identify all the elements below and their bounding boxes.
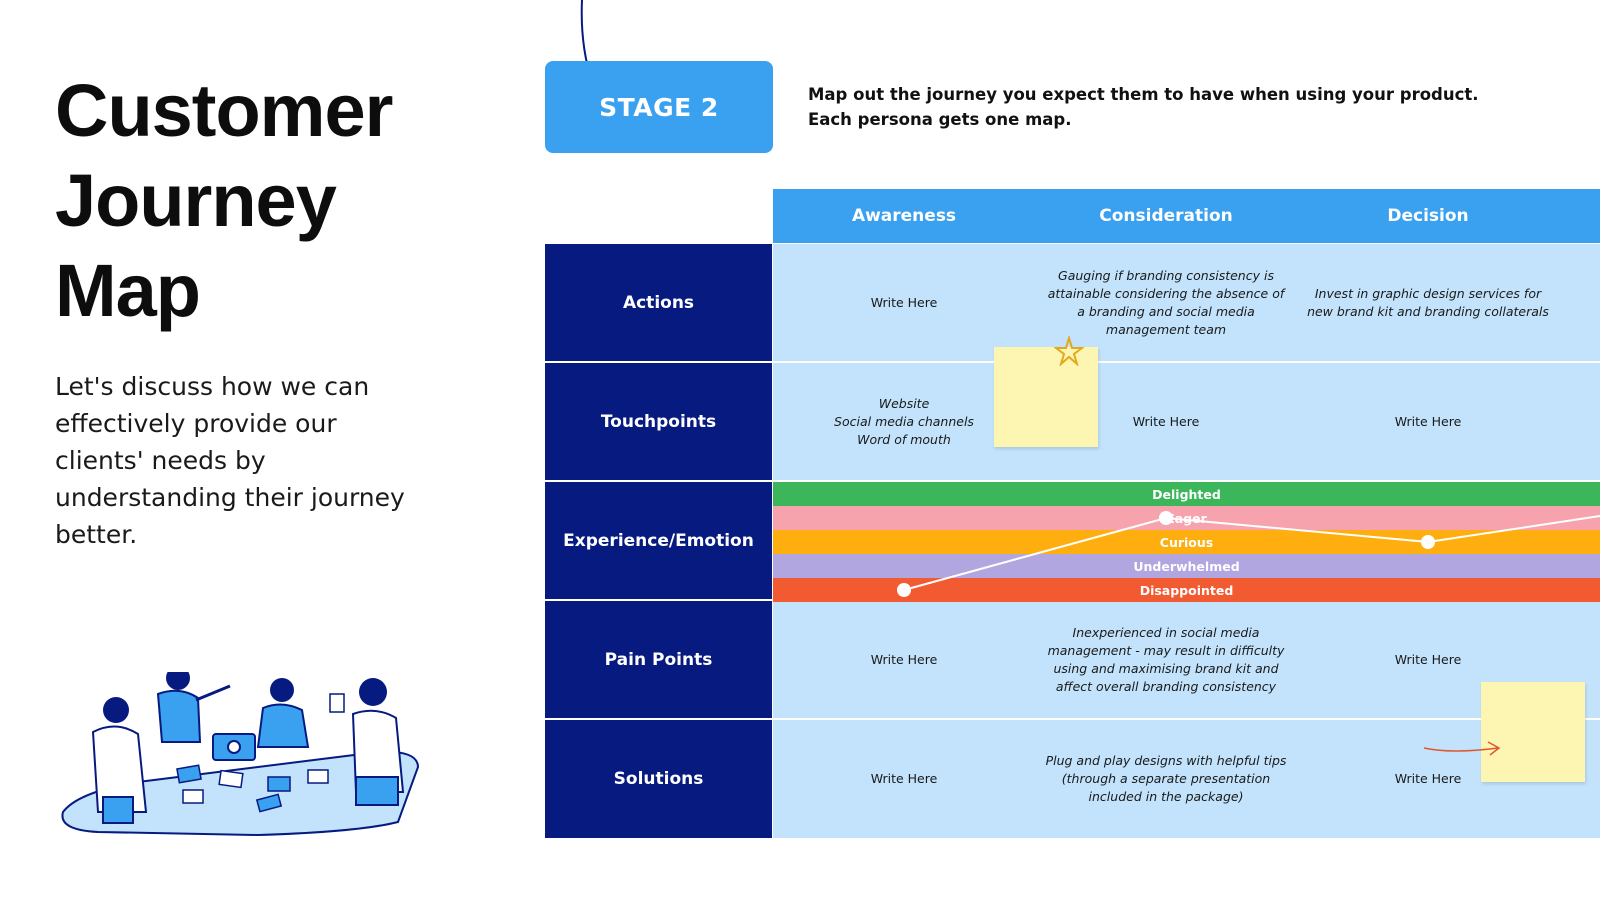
row-solutions — [773, 720, 1600, 838]
stage-header-bar: Awareness Consideration Decision — [773, 189, 1600, 243]
title-line: Journey — [55, 159, 337, 242]
cell-actions-consideration[interactable]: Gauging if branding consistency is attai… — [1047, 267, 1285, 337]
cell-solutions-awareness[interactable]: Write Here — [870, 771, 938, 786]
row-label-pain-points: Pain Points — [545, 601, 772, 718]
cell-pain-decision[interactable]: Write Here — [1394, 651, 1462, 667]
intro-text: Map out the journey you expect them to h… — [808, 82, 1528, 132]
cell-touchpoints-consideration[interactable]: Write Here — [1132, 413, 1200, 429]
page-title: Customer Journey Map — [55, 66, 475, 336]
row-label-experience: Experience/Emotion — [545, 482, 772, 599]
row-pain-points — [773, 601, 1600, 718]
column-header-decision: Decision — [1387, 206, 1469, 226]
row-label-actions: Actions — [545, 244, 772, 361]
emotion-band: Curious — [773, 530, 1600, 554]
row-label-touchpoints: Touchpoints — [545, 363, 772, 480]
cell-solutions-decision[interactable]: Write Here — [1394, 771, 1462, 786]
emotion-point — [897, 583, 911, 597]
cell-solutions-consideration[interactable]: Plug and play designs with helpful tips … — [1045, 753, 1287, 804]
emotion-point — [1421, 535, 1435, 549]
emotion-label: Curious — [1159, 534, 1214, 550]
emotion-band: Delighted — [773, 482, 1600, 506]
arrow-doodle-icon — [1423, 741, 1501, 756]
team-illustration — [61, 672, 420, 837]
column-header-consideration: Consideration — [1099, 206, 1233, 226]
cell-touchpoints-decision[interactable]: Write Here — [1394, 413, 1462, 429]
cell-touchpoints-awareness[interactable]: Website Social media channels Word of mo… — [834, 395, 974, 447]
intro-line: Each persona gets one map. — [808, 110, 1072, 129]
row-label-solutions: Solutions — [545, 720, 772, 838]
title-line: Customer — [55, 69, 393, 152]
emotion-label: Delighted — [1152, 486, 1221, 502]
emotion-trend-line — [903, 515, 1600, 591]
column-header-awareness: Awareness — [851, 206, 957, 226]
emotion-point — [1159, 511, 1173, 525]
intro-line: Map out the journey you expect them to h… — [808, 85, 1479, 104]
sticky-note[interactable] — [994, 347, 1098, 447]
row-actions — [773, 244, 1600, 361]
emotion-label: Disappointed — [1139, 582, 1234, 598]
sticky-note[interactable] — [1481, 682, 1585, 782]
subtitle: Let's discuss how we can effectively pro… — [55, 372, 405, 549]
cell-actions-decision[interactable]: Invest in graphic design services for ne… — [1307, 285, 1549, 319]
emotion-line-chart — [897, 511, 1600, 597]
cell-actions-awareness[interactable]: Write Here — [870, 294, 938, 310]
stage-button[interactable]: STAGE 2 — [545, 61, 773, 153]
emotion-band: Eager — [773, 506, 1600, 530]
star-doodle-icon — [1054, 336, 1084, 366]
title-line: Map — [55, 249, 201, 332]
row-touchpoints — [773, 363, 1600, 480]
cell-pain-awareness[interactable]: Write Here — [870, 651, 938, 667]
cell-pain-consideration[interactable]: Inexperienced in social media management… — [1047, 624, 1285, 694]
emotion-label: Underwhelmed — [1133, 558, 1240, 574]
emotion-band: Underwhelmed — [773, 554, 1600, 578]
